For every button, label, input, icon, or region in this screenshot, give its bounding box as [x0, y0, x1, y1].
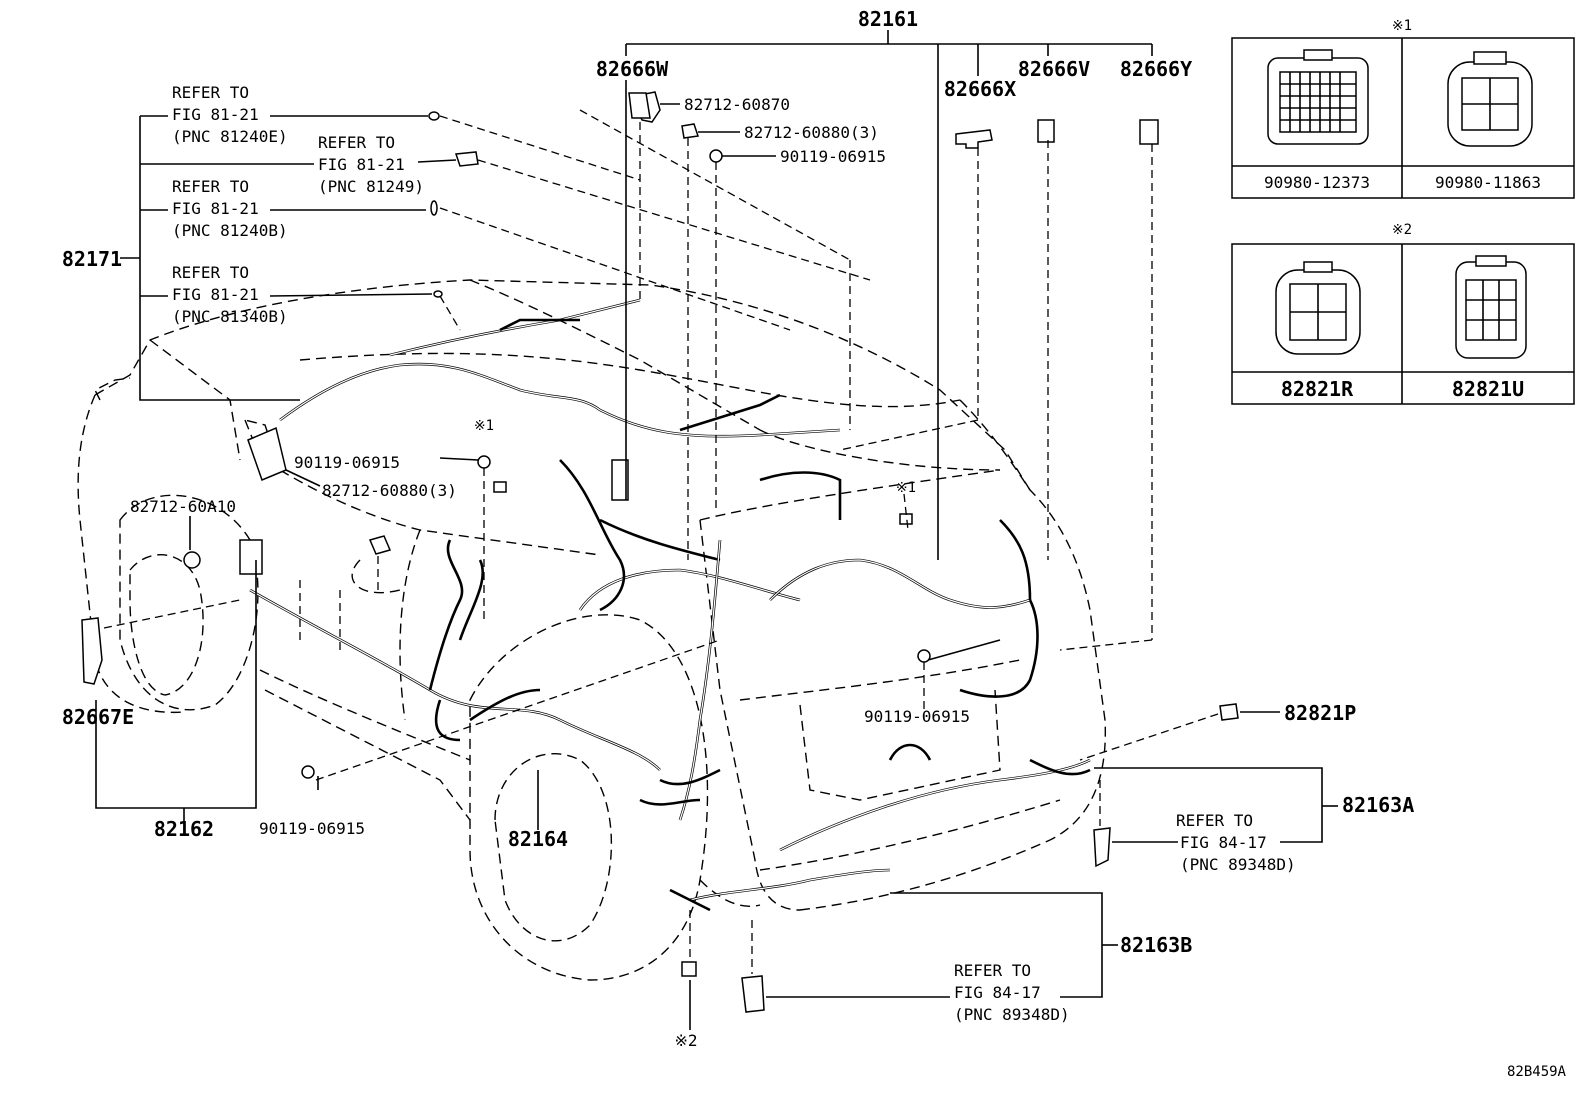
refer1-line3: (PNC 81240E)	[172, 127, 288, 146]
refer2-line1: REFER TO	[318, 133, 395, 152]
clip-82712-60880-left-icon	[368, 535, 392, 555]
refer6-line3: (PNC 89348D)	[954, 1005, 1070, 1024]
sensor-89348d-right-icon	[1093, 827, 1111, 868]
refer5-line1: REFER TO	[1176, 811, 1253, 830]
label-bolt-mid: 90119-06915	[864, 707, 970, 726]
label-82163b: 82163B	[1120, 933, 1192, 957]
connector-82821p-icon	[1219, 703, 1239, 721]
connector-82821u-icon	[1455, 255, 1527, 359]
sensor-89348d-left-icon	[741, 975, 765, 1013]
connector-81249-icon	[454, 151, 479, 167]
label-82666v: 82666V	[1018, 57, 1090, 81]
leader-lines	[95, 30, 1338, 1030]
connector-mark1a-icon	[493, 481, 507, 493]
refer1-line1: REFER TO	[172, 83, 249, 102]
legend-table-mark1: ※1 90980-12373 90980-11863	[1231, 18, 1575, 199]
connector-82667e-icon	[81, 617, 103, 685]
label-82163a: 82163A	[1342, 793, 1414, 817]
labels: 82161 82666W 82666X 82666V 82666Y 82712-…	[62, 7, 1567, 1080]
clip-82712-60870-icon	[628, 92, 651, 119]
part-icons	[81, 91, 1239, 1013]
label-82162: 82162	[154, 817, 214, 841]
refer4-line3: (PNC 81340B)	[172, 307, 288, 326]
refer1-line2: FIG 81-21	[172, 105, 259, 124]
label-82161: 82161	[858, 7, 918, 31]
legend1-mark: ※1	[1392, 18, 1412, 34]
wire-harness-routes	[249, 298, 1091, 912]
label-mark1b: ※1	[896, 480, 916, 496]
refer2-line3: (PNC 81249)	[318, 177, 424, 196]
mirror-icon	[247, 426, 287, 481]
label-bolt-top: 90119-06915	[780, 147, 886, 166]
refer3-line1: REFER TO	[172, 177, 249, 196]
clip-82712-60a10-icon	[183, 551, 201, 569]
refer2-line2: FIG 81-21	[318, 155, 405, 174]
connector-mark1b-icon	[899, 513, 913, 525]
label-82667e: 82667E	[62, 705, 134, 729]
vehicle-outline	[77, 279, 1107, 981]
refer5-line2: FIG 84-17	[1180, 833, 1267, 852]
clip-82712-60880-icon	[681, 123, 699, 139]
refer5-line3: (PNC 89348D)	[1180, 855, 1296, 874]
connector-left-pillar-icon	[239, 539, 263, 575]
legend2-right-label: 82821U	[1452, 377, 1524, 401]
legend-table-mark2: ※2 82821R 82821U	[1231, 222, 1575, 405]
label-82712-60880-top: 82712-60880(3)	[744, 123, 879, 142]
bolt-bottom-icon	[301, 765, 315, 779]
connector-90980-12373-icon	[1267, 49, 1369, 145]
label-82712-60870: 82712-60870	[684, 95, 790, 114]
label-bolt-left: 90119-06915	[294, 453, 400, 472]
connector-mark2-icon	[681, 961, 697, 977]
label-82666w: 82666W	[596, 57, 669, 81]
legend2-left-label: 82821R	[1281, 377, 1354, 401]
label-82171: 82171	[62, 247, 122, 271]
refer3-line3: (PNC 81240B)	[172, 221, 288, 240]
connector-82666x-icon	[955, 129, 993, 149]
refer3-line2: FIG 81-21	[172, 199, 259, 218]
bolt-left-icon	[477, 455, 491, 469]
label-82712-60a10: 82712-60A10	[130, 497, 236, 516]
connector-pillar-icon	[611, 459, 629, 501]
legend1-right-label: 90980-11863	[1435, 173, 1541, 192]
legend1-left-label: 90980-12373	[1264, 173, 1370, 192]
connector-82821r-icon	[1275, 261, 1361, 355]
label-82164: 82164	[508, 827, 568, 851]
label-mark1a: ※1	[474, 418, 494, 434]
label-82821p: 82821P	[1284, 701, 1356, 725]
refer4-line1: REFER TO	[172, 263, 249, 282]
connector-90980-11863-icon	[1447, 51, 1533, 147]
label-mark2: ※2	[674, 1031, 697, 1050]
legend2-mark: ※2	[1392, 222, 1412, 238]
label-bolt-bottom: 90119-06915	[259, 819, 365, 838]
connector-82666y-icon	[1139, 119, 1159, 145]
label-82666x: 82666X	[944, 77, 1016, 101]
grommet-81240e-icon	[428, 111, 440, 121]
refer6-line1: REFER TO	[954, 961, 1031, 980]
connector-81240b-icon	[430, 200, 438, 216]
figure-code: 82B459A	[1507, 1064, 1567, 1080]
refer6-line2: FIG 84-17	[954, 983, 1041, 1002]
label-82712-60880-left: 82712-60880(3)	[322, 481, 457, 500]
connector-82666v-icon	[1037, 119, 1055, 143]
label-82666y: 82666Y	[1120, 57, 1192, 81]
refer4-line2: FIG 81-21	[172, 285, 259, 304]
bolt-top-icon	[709, 149, 723, 163]
connector-81340b-icon	[433, 290, 443, 298]
